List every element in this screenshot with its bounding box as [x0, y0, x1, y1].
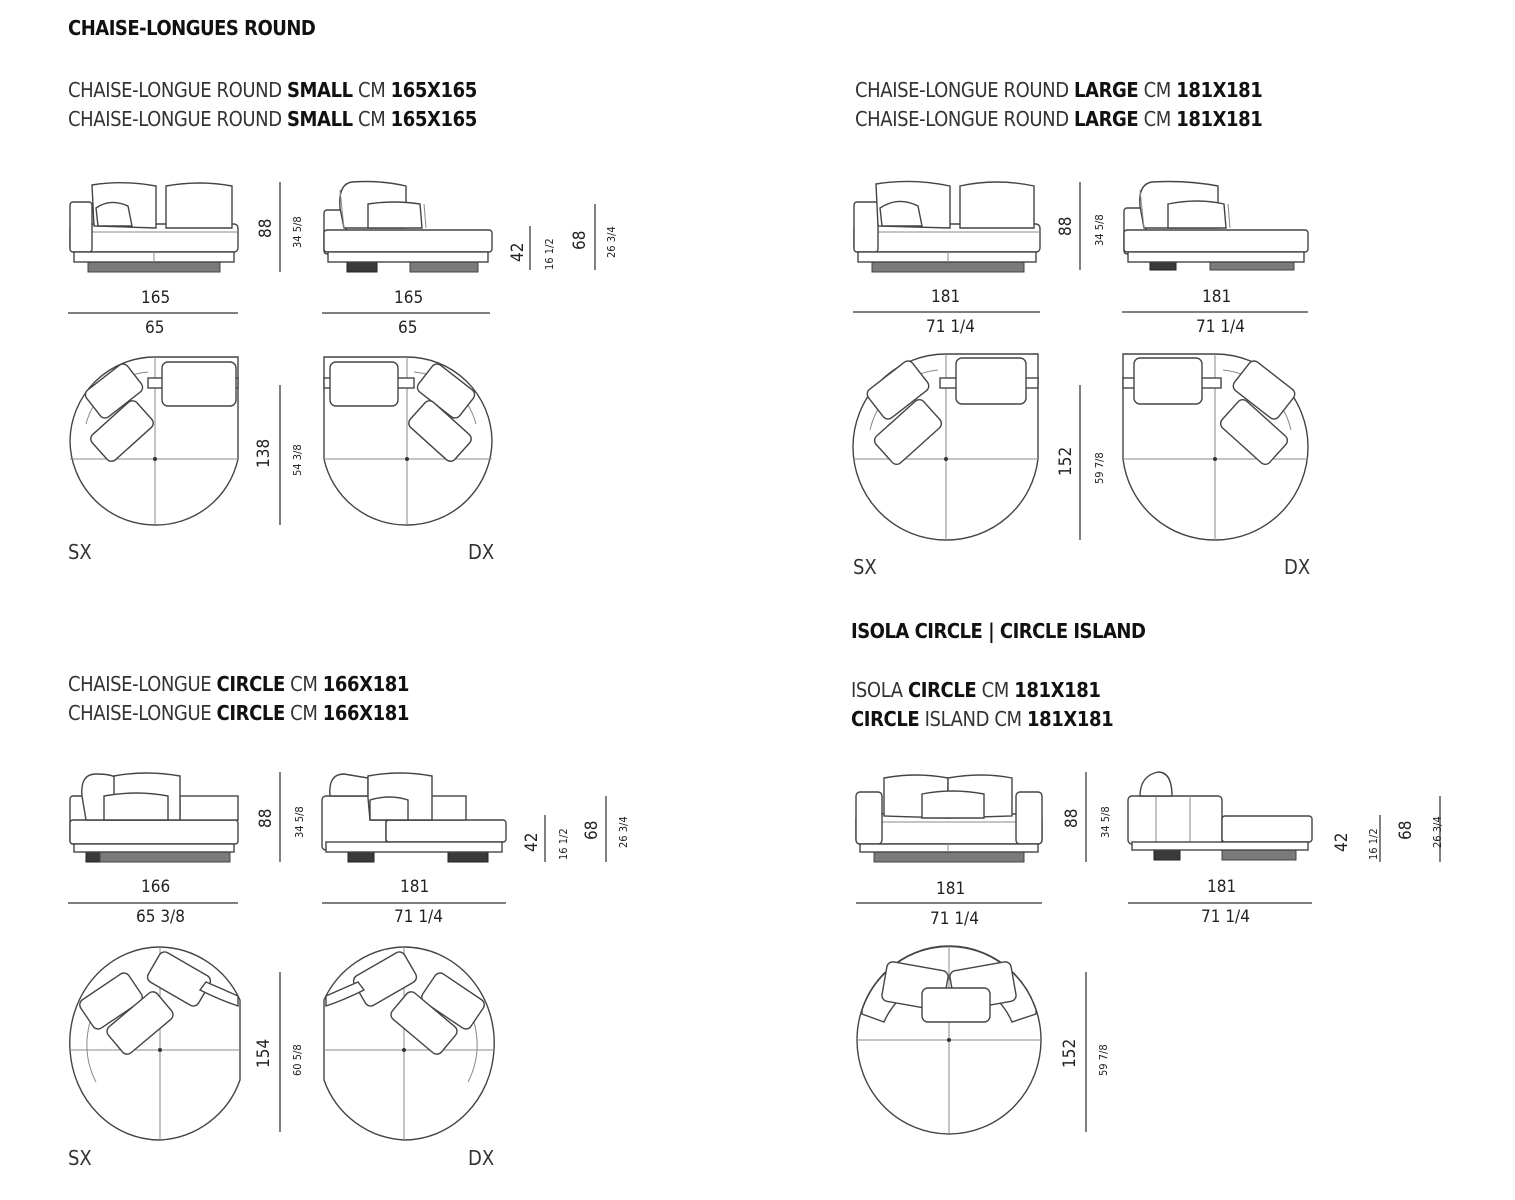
- circle-side-width-in: 71 1/4: [394, 907, 443, 927]
- circle-label-dx: DX: [468, 1146, 495, 1170]
- round-large-plan-sx: [852, 353, 1039, 541]
- circle-height-in: 34 5/8: [293, 806, 306, 838]
- round-small-front-dx: [323, 180, 493, 273]
- circle-front-dx: [321, 772, 507, 863]
- island-height-in: 34 5/8: [1099, 806, 1112, 838]
- circle-plan-dx: [323, 946, 495, 1141]
- round-large-title-1: CHAISE-LONGUE ROUND LARGE CM 181X181: [855, 78, 1263, 102]
- island-front-width-in: 71 1/4: [930, 909, 979, 929]
- round-small-side-width-cm: 165: [394, 288, 424, 308]
- circle-depth-in: 60 5/8: [291, 1044, 304, 1076]
- island-front-width-cm: 181: [936, 879, 966, 899]
- round-small-seat-in: 16 1/2: [543, 238, 556, 270]
- round-large-depth-in: 59 7/8: [1093, 452, 1106, 484]
- round-large-side-width-cm: 181: [1202, 287, 1232, 307]
- round-small-arm-cm: 68: [570, 230, 590, 250]
- section-title-round: CHAISE-LONGUES ROUND: [68, 16, 316, 40]
- circle-seat-cm: 42: [522, 832, 542, 852]
- round-large-front-sx: [853, 180, 1041, 273]
- round-small-front-width-in: 65: [145, 318, 165, 338]
- round-small-front-width-cm: 165: [141, 288, 171, 308]
- round-large-depth-cm: 152: [1056, 446, 1076, 476]
- round-small-plan-sx: [69, 356, 239, 526]
- island-side: [1127, 771, 1313, 861]
- round-small-arm-in: 26 3/4: [605, 226, 618, 258]
- round-large-height-cm: 88: [1056, 216, 1076, 236]
- circle-label-sx: SX: [68, 1146, 92, 1170]
- round-small-label-dx: DX: [468, 540, 495, 564]
- circle-depth-cm: 154: [254, 1038, 274, 1068]
- round-small-plan-dx: [323, 356, 493, 526]
- round-large-title-2: CHAISE-LONGUE ROUND LARGE CM 181X181: [855, 107, 1263, 131]
- island-arm-in: 26 3/4: [1431, 816, 1444, 848]
- island-depth-cm: 152: [1060, 1038, 1080, 1068]
- round-small-depth-cm: 138: [254, 438, 274, 468]
- circle-title-2: CHAISE-LONGUE CIRCLE CM 166X181: [68, 701, 409, 725]
- round-large-front-dx: [1123, 180, 1309, 271]
- island-side-width-cm: 181: [1207, 877, 1237, 897]
- island-depth-in: 59 7/8: [1097, 1044, 1110, 1076]
- island-height-cm: 88: [1062, 808, 1082, 828]
- circle-arm-in: 26 3/4: [617, 816, 630, 848]
- circle-side-width-cm: 181: [400, 877, 430, 897]
- island-seat-in: 16 1/2: [1367, 828, 1380, 860]
- round-small-label-sx: SX: [68, 540, 92, 564]
- circle-arm-cm: 68: [582, 820, 602, 840]
- round-small-depth-in: 54 3/8: [291, 444, 304, 476]
- round-small-seat-cm: 42: [508, 242, 528, 262]
- round-large-height-in: 34 5/8: [1093, 214, 1106, 246]
- round-large-plan-dx: [1122, 353, 1309, 541]
- circle-front-width-in: 65 3/8: [136, 907, 185, 927]
- island-title-1: ISOLA CIRCLE CM 181X181: [851, 678, 1101, 702]
- circle-plan-sx: [69, 946, 241, 1141]
- island-arm-cm: 68: [1396, 820, 1416, 840]
- circle-title-1: CHAISE-LONGUE CIRCLE CM 166X181: [68, 672, 409, 696]
- island-plan: [856, 945, 1042, 1135]
- round-small-title-2: CHAISE-LONGUE ROUND SMALL CM 165X165: [68, 107, 477, 131]
- round-large-front-width-cm: 181: [931, 287, 961, 307]
- section-title-island: ISOLA CIRCLE | CIRCLE ISLAND: [851, 619, 1146, 643]
- circle-seat-in: 16 1/2: [557, 828, 570, 860]
- circle-front-width-cm: 166: [141, 877, 171, 897]
- circle-height-cm: 88: [256, 808, 276, 828]
- round-small-front-sx: [69, 182, 239, 273]
- island-front: [855, 774, 1043, 863]
- round-large-front-width-in: 71 1/4: [926, 317, 975, 337]
- round-small-height-in: 34 5/8: [291, 216, 304, 248]
- round-large-side-width-in: 71 1/4: [1196, 317, 1245, 337]
- round-large-label-dx: DX: [1284, 555, 1311, 579]
- island-side-width-in: 71 1/4: [1201, 907, 1250, 927]
- island-seat-cm: 42: [1332, 832, 1352, 852]
- round-small-title-1: CHAISE-LONGUE ROUND SMALL CM 165X165: [68, 78, 477, 102]
- island-title-2: CIRCLE ISLAND CM 181X181: [851, 707, 1114, 731]
- round-small-side-width-in: 65: [398, 318, 418, 338]
- round-small-height-cm: 88: [256, 218, 276, 238]
- round-large-label-sx: SX: [853, 555, 877, 579]
- circle-front-sx: [69, 772, 239, 863]
